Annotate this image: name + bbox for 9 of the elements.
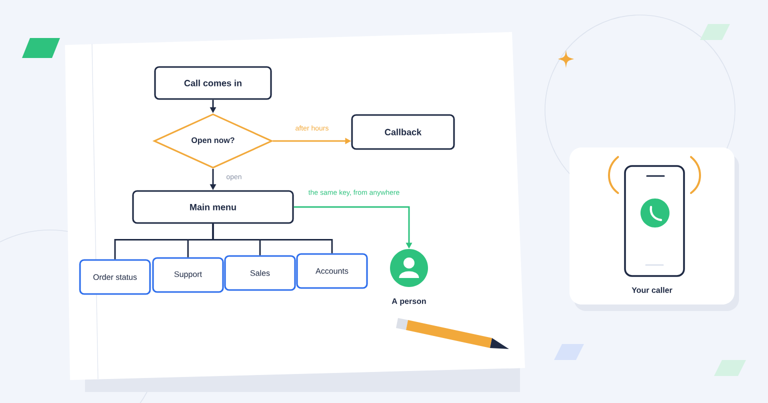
process-box: Call comes in	[154, 66, 272, 100]
process-box: Callback	[351, 114, 455, 150]
menu-option-box: Accounts	[296, 253, 368, 289]
process-box: Main menu	[132, 190, 294, 224]
node-caption: A person	[392, 298, 426, 306]
menu-option-box: Support	[152, 257, 224, 293]
caller-card: Your caller	[570, 148, 734, 304]
menu-option-box: Order status	[79, 259, 151, 295]
menu-option-box: Sales	[224, 255, 296, 291]
